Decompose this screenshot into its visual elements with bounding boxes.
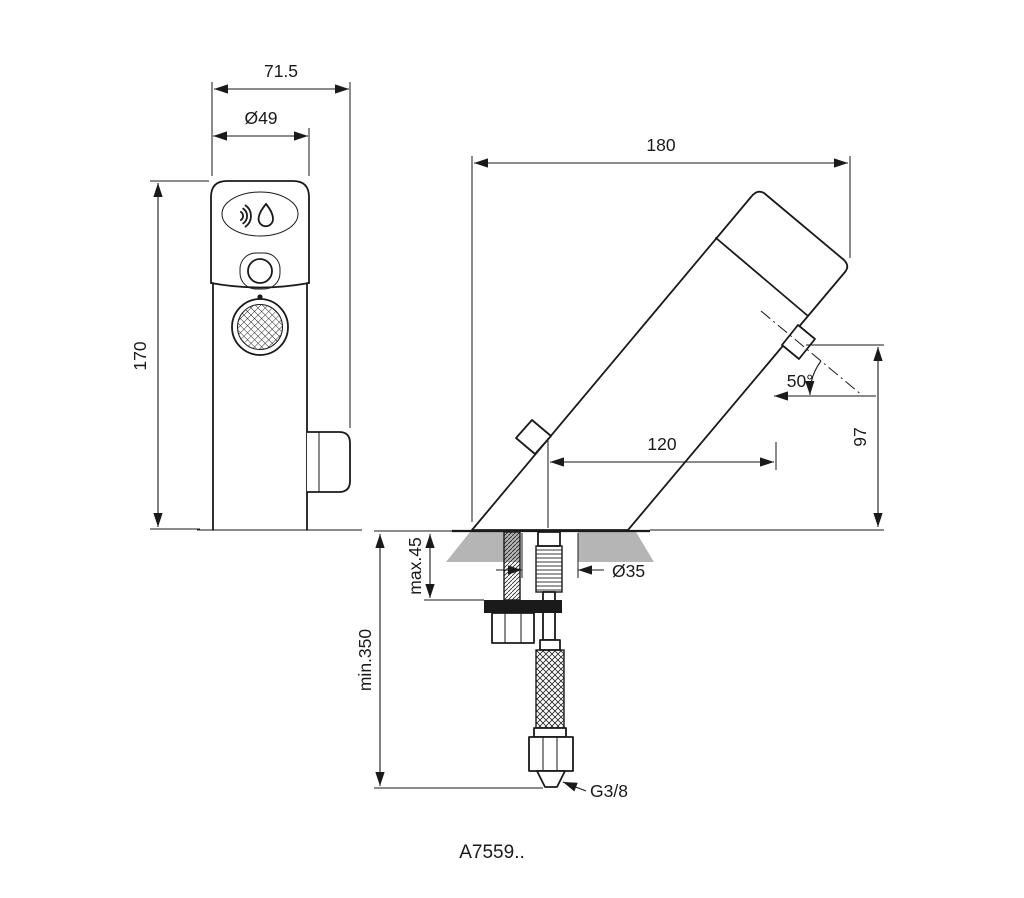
- fixing-nut: [491, 612, 535, 644]
- fitting-collar: [533, 727, 567, 738]
- spout-cap-seam: [715, 237, 809, 317]
- side-view: 50°: [446, 190, 876, 562]
- deck-section-left: [446, 532, 520, 562]
- dim-width: 71.5: [264, 61, 298, 81]
- front-view-dimensions: 71.5 Ø49 170: [130, 61, 351, 530]
- dim-reach: 120: [647, 434, 676, 454]
- lever-axis-centerline: [760, 310, 864, 397]
- hose-corrugated-section: [535, 545, 563, 593]
- aerator-ring: [231, 298, 289, 356]
- side-view-dimensions: 180 120 97: [471, 135, 884, 531]
- dim-outlet-height: 97: [850, 427, 870, 446]
- dim-deck-thickness: max.45: [405, 537, 425, 594]
- fitting-hex: [528, 736, 574, 772]
- front-view: [197, 180, 362, 531]
- button-bezel: [239, 252, 281, 290]
- cap-top-face: [221, 191, 299, 237]
- hose-top-collar: [537, 531, 561, 547]
- aerator-mesh: [237, 304, 283, 350]
- below-deck-dimensions: Ø35 max.45 min.350 G3/8: [355, 530, 645, 801]
- nut-facets: [504, 613, 522, 643]
- thread-leader-line: [562, 781, 587, 792]
- deck-section-right: [578, 532, 654, 562]
- fitting-nose: [536, 770, 566, 788]
- braided-hose: [535, 649, 565, 729]
- sensor-waves-icon: [240, 204, 252, 228]
- dim-hose-length: min.350: [355, 629, 375, 692]
- faucet-cap-outline: [210, 180, 310, 284]
- dim-connection-thread: G3/8: [590, 781, 628, 801]
- cap-seam: [210, 282, 310, 289]
- threaded-stud: [503, 531, 521, 601]
- part-number: A7559..: [459, 842, 525, 863]
- dim-angle: 50°: [787, 371, 813, 391]
- dim-cap-diameter: Ø49: [244, 108, 277, 128]
- spout-body: [471, 190, 849, 531]
- back-tab: [515, 419, 552, 455]
- side-connector: [307, 431, 351, 493]
- angle-arc: [805, 360, 822, 396]
- fixing-washer: [484, 600, 562, 613]
- below-deck-assembly: [484, 531, 574, 788]
- dim-length: 180: [646, 135, 675, 155]
- hose-tube: [542, 591, 556, 641]
- hose-collar: [539, 639, 561, 651]
- fitting-facets: [542, 737, 558, 771]
- dim-height: 170: [130, 341, 150, 370]
- dim-hole-diameter: Ø35: [612, 561, 645, 581]
- water-drop-icon: [257, 202, 274, 228]
- push-button: [247, 258, 273, 284]
